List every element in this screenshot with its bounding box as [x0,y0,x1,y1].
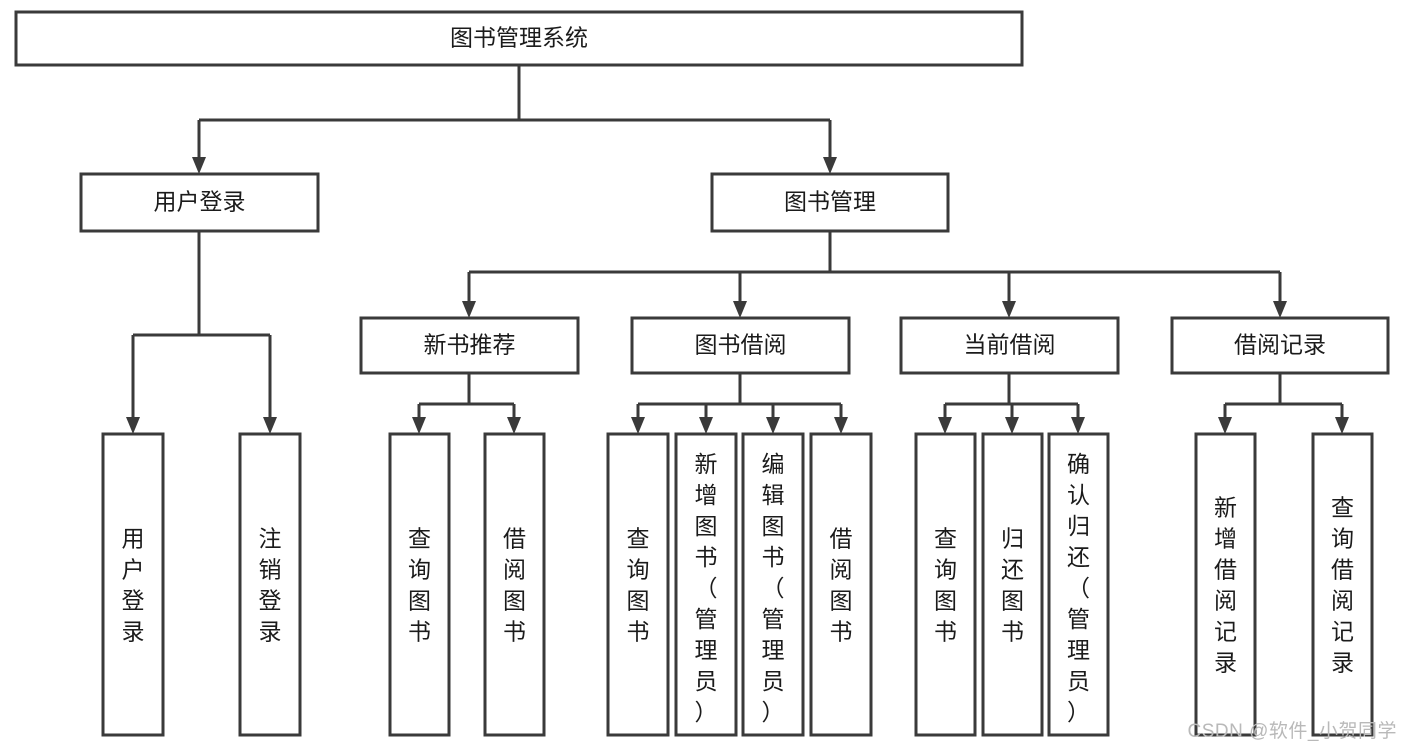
node-box [359,316,580,375]
node-label: 借阅图书 [503,526,526,645]
arrow-head-icon [938,417,952,434]
node-label: 确认归还（管理员） [1067,451,1090,725]
arrow-head-icon [1002,301,1016,318]
arrow-head-icon [1335,417,1349,434]
arrow-head-icon [766,417,780,434]
node-leaf-11[interactable]: 新增借阅记录 [1194,432,1257,737]
node-label: 新书推荐 [424,332,516,358]
node-box [388,432,451,737]
node-box [914,432,977,737]
node-label: 归还图书 [1001,526,1024,645]
node-box [899,316,1120,375]
node-box [1047,432,1110,737]
arrow-head-icon [462,301,476,318]
arrow-head-icon [126,417,140,434]
node-label: 用户登录 [122,526,145,645]
node-leaf-7[interactable]: 借阅图书 [809,432,873,737]
connector-layer [126,65,1349,434]
node-layer: 图书管理系统用户登录图书管理新书推荐图书借阅当前借阅借阅记录用户登录注销登录查询… [14,10,1390,737]
node-level3-0[interactable]: 新书推荐 [359,316,580,375]
node-label: 编辑图书（管理员） [762,451,785,725]
arrow-head-icon [733,301,747,318]
node-leaf-8[interactable]: 查询图书 [914,432,977,737]
node-leaf-6[interactable]: 编辑图书（管理员） [741,432,805,737]
node-leaf-12[interactable]: 查询借阅记录 [1311,432,1374,737]
node-leaf-0[interactable]: 用户登录 [101,432,165,737]
node-box [483,432,546,737]
node-leaf-3[interactable]: 借阅图书 [483,432,546,737]
node-label: 新增图书（管理员） [695,451,718,725]
arrow-head-icon [263,417,277,434]
arrow-head-icon [412,417,426,434]
arrow-head-icon [823,157,837,174]
arrow-head-icon [631,417,645,434]
node-label: 查询图书 [408,526,431,645]
node-label: 借阅记录 [1234,332,1326,358]
node-box [630,316,851,375]
node-label: 注销登录 [259,526,282,645]
connector-borrow-to-leaves [636,373,843,419]
node-leaf-4[interactable]: 查询图书 [606,432,670,737]
node-box [1170,316,1390,375]
node-level3-1[interactable]: 图书借阅 [630,316,851,375]
node-box [710,172,950,233]
node-box [1194,432,1257,737]
node-label: 新增借阅记录 [1214,495,1237,676]
node-level3-2[interactable]: 当前借阅 [899,316,1120,375]
node-box [606,432,670,737]
node-leaf-2[interactable]: 查询图书 [388,432,451,737]
watermark-text: CSDN @软件_小贺同学 [1187,721,1397,742]
node-box [674,432,738,737]
arrow-head-icon [699,417,713,434]
connector-user-login-to-leaves [131,231,272,419]
arrow-head-icon [1071,417,1085,434]
node-root-0[interactable]: 图书管理系统 [14,10,1024,67]
node-label: 图书管理系统 [450,25,588,51]
arrow-head-icon [192,157,206,174]
node-box [809,432,873,737]
node-box [101,432,165,737]
node-label: 图书借阅 [695,332,787,358]
connector-current-borrow-to-leaves [943,373,1080,419]
node-leaf-10[interactable]: 确认归还（管理员） [1047,432,1110,737]
arrow-head-icon [507,417,521,434]
connector-book-manage-to-level3 [467,231,1282,303]
arrow-head-icon [1005,417,1019,434]
node-box [14,10,1024,67]
node-label: 查询借阅记录 [1331,495,1354,676]
node-leaf-5[interactable]: 新增图书（管理员） [674,432,738,737]
node-leaf-9[interactable]: 归还图书 [981,432,1044,737]
connector-root-to-level2 [197,65,832,159]
node-box [1311,432,1374,737]
connector-borrow-record-to-leaves [1223,373,1344,419]
node-leaf-1[interactable]: 注销登录 [238,432,302,737]
node-box [79,172,320,233]
node-box [238,432,302,737]
node-level2-0[interactable]: 用户登录 [79,172,320,233]
arrow-head-icon [1218,417,1232,434]
node-label: 查询图书 [934,526,957,645]
arrow-head-icon [1273,301,1287,318]
node-label: 用户登录 [154,189,246,215]
node-label: 查询图书 [627,526,650,645]
node-level3-3[interactable]: 借阅记录 [1170,316,1390,375]
connector-new-book-to-leaves [417,373,516,419]
node-box [981,432,1044,737]
node-label: 当前借阅 [964,332,1056,358]
node-label: 借阅图书 [830,526,853,645]
arrow-head-icon [834,417,848,434]
node-level2-1[interactable]: 图书管理 [710,172,950,233]
node-label: 图书管理 [784,189,876,215]
node-box [741,432,805,737]
